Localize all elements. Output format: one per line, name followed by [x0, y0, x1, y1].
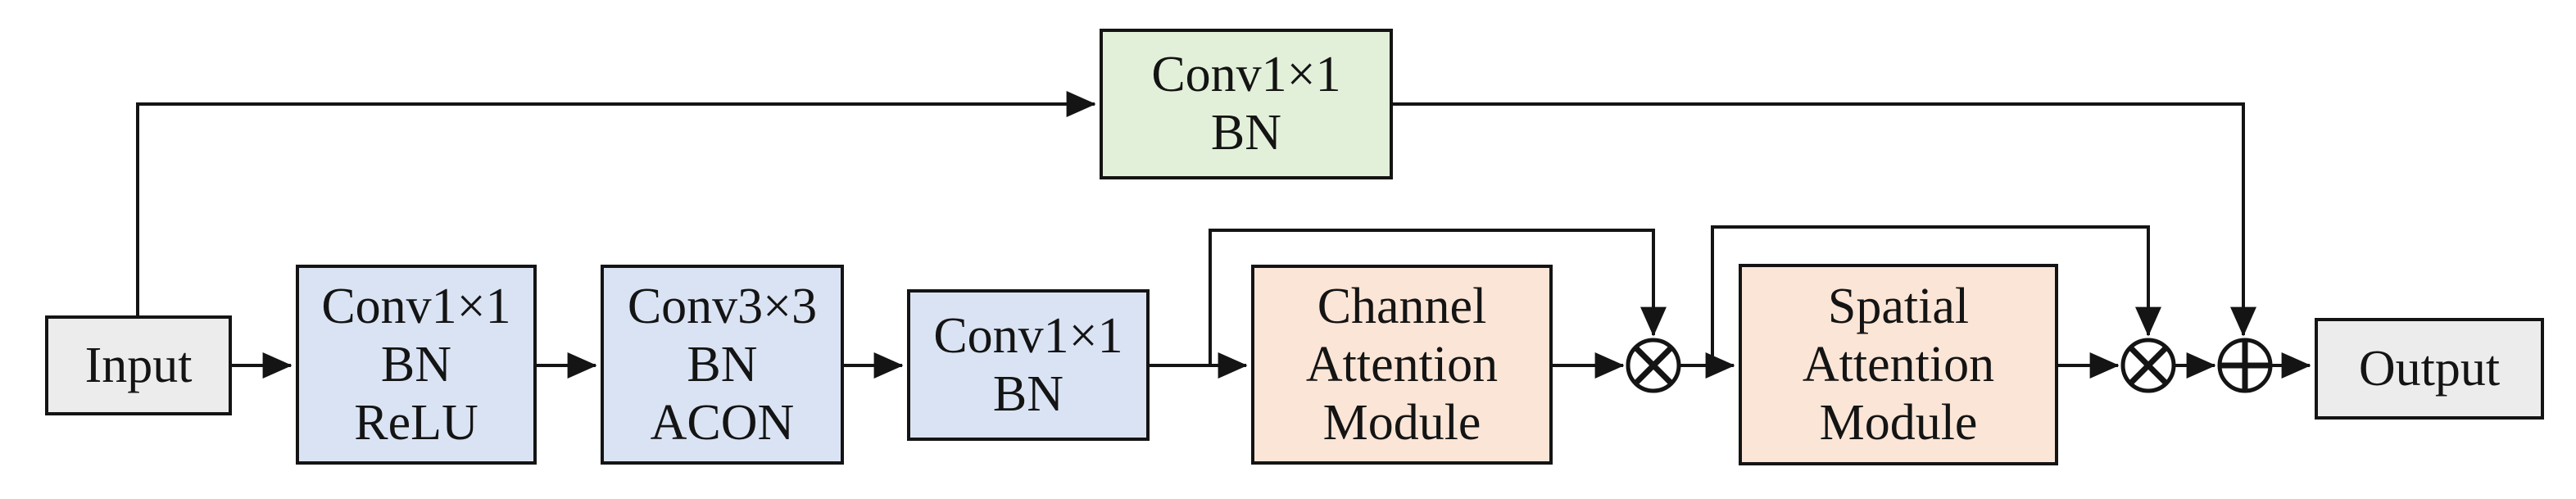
block-line: BN	[992, 365, 1064, 422]
multiply-icon	[2120, 338, 2176, 393]
block-line: Spatial	[1827, 278, 1970, 334]
conv1x1-bn-relu-block: Conv1×1 BN ReLU	[296, 265, 537, 465]
conv3x3-bn-acon-block: Conv3×3 BN ACON	[601, 265, 844, 465]
block-line: Module	[1819, 394, 1978, 451]
edge-skip-cam	[1209, 229, 1667, 365]
edge-skip-sam	[1711, 225, 2161, 365]
block-line: Channel	[1317, 278, 1487, 334]
block-line: BN	[1210, 105, 1282, 161]
block-line: Attention	[1802, 336, 1995, 392]
edge-skipconv-add	[1393, 102, 2256, 337]
skip-conv1x1-bn-block: Conv1×1 BN	[1100, 29, 1393, 179]
block-line: Conv1×1	[1151, 47, 1341, 102]
conv1x1-bn-block: Conv1×1 BN	[907, 289, 1150, 441]
spatial-attention-module-block: Spatial Attention Module	[1739, 264, 2058, 465]
add-icon	[2217, 338, 2273, 393]
block-line: ACON	[650, 394, 795, 451]
block-line: Conv3×3	[627, 278, 818, 334]
multiply-icon	[1626, 338, 1681, 393]
edge-input-skipconv	[136, 91, 1096, 315]
output-block: Output	[2315, 318, 2544, 420]
input-label: Input	[84, 337, 193, 393]
output-label: Output	[2358, 340, 2501, 397]
block-line: ReLU	[354, 394, 478, 451]
block-line: Module	[1322, 394, 1481, 451]
channel-attention-module-block: Channel Attention Module	[1251, 265, 1553, 465]
input-block: Input	[45, 315, 232, 415]
block-line: BN	[380, 336, 452, 392]
block-line: Conv1×1	[321, 278, 511, 334]
block-line: Conv1×1	[933, 307, 1123, 364]
block-line: BN	[687, 336, 758, 392]
block-line: Attention	[1305, 336, 1499, 392]
